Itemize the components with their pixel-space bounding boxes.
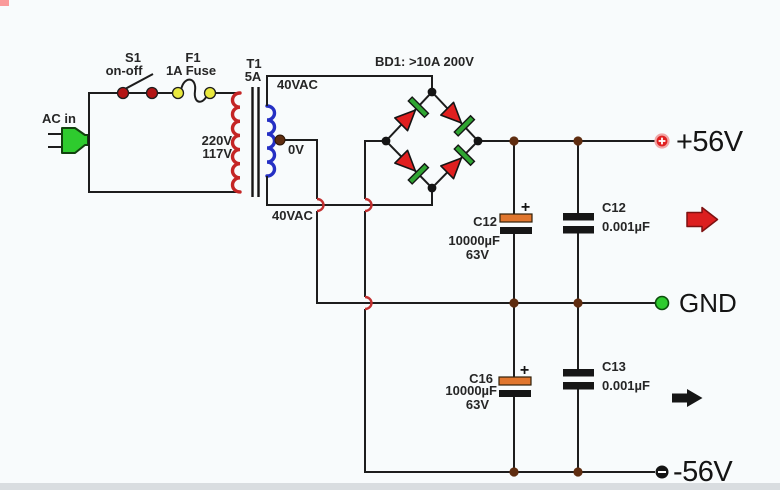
terminal-ground [654,295,670,311]
crossover-hop-1 [316,197,325,213]
cap-plate [563,369,594,377]
bridge-node-right [473,136,483,146]
junction-dot [509,298,519,308]
label-c16-ref: C16 [469,371,493,386]
label-c16-voltage: 63V [466,397,489,412]
label-ac-in: AC in [42,111,76,126]
wire-primary-loop [88,92,240,193]
label-117v: 117V [202,146,232,161]
diode-triangle [440,157,463,180]
label-5a: 5A [245,69,262,84]
corner-red-mark [0,0,9,6]
cap-plate [563,382,594,390]
fuse-element [180,78,210,103]
bridge-diamond [384,90,480,190]
label-on-off: on-off [106,63,143,78]
diode-triangle [394,109,417,132]
fuse-f1 [171,78,217,103]
cap-plate-positive [499,213,533,223]
label-c13-value: 0.001µF [602,378,650,393]
label-s1: S1 [125,50,141,65]
wire-secondary-bottom [266,176,433,206]
capacitor-c16-electrolytic [498,376,532,397]
label-c12-polarity: + [521,199,530,216]
capacitor-c13-film [563,369,594,390]
label-t1: T1 [246,56,261,71]
cap-plate [563,213,594,221]
wire-ground-rail [316,211,655,304]
junction-dot [573,298,583,308]
bridge-node-left [381,136,391,146]
red-arrow-icon [686,206,719,233]
switch-s1 [116,73,159,100]
junction-dot [509,467,519,477]
transformer-t1 [230,87,277,197]
wire-secondary-top [266,75,433,106]
junction-dot [573,467,583,477]
label-c12-ref: C12 [473,214,497,229]
junction-dot [573,136,583,146]
bottom-gray-bar [0,483,780,490]
label-f1: F1 [185,50,200,65]
bridge-rectifier-bd1 [381,87,483,193]
switch-contact-left [116,86,130,100]
primary-winding [230,91,242,194]
label-40vac-top: 40VAC [277,77,319,92]
wire-negative-rail [364,309,655,473]
diode-top-left [394,96,430,132]
bridge-node-top [427,87,437,97]
label-c12-value: 10000µF [448,233,500,248]
fuse-contact-left [171,86,185,100]
diode-top-right [440,101,476,137]
plus-glyph [658,137,666,145]
ac-plug-icon [48,127,89,154]
diode-bottom-right [440,144,476,180]
crossover-hop-2 [364,197,373,213]
label-c16-value: 10000µF [445,383,497,398]
cap-plate-positive [498,376,532,386]
label-c12f-ref: C12 [602,200,626,215]
center-tap-dot [274,134,286,146]
label-c16-polarity: + [520,362,529,379]
diode-cathode-band [453,114,476,137]
fuse-contact-right [203,86,217,100]
diode-cathode-band [407,96,430,119]
switch-contact-right [145,86,159,100]
cap-plate [563,226,594,234]
label-220v: 220V [202,133,233,148]
label-c12f-value: 0.001µF [602,219,650,234]
cap-plate-negative [500,227,532,234]
diode-triangle [440,101,463,124]
capacitor-c12-film [563,213,594,234]
switch-lever [124,73,154,90]
wire-center-tap [280,139,318,199]
black-arrow-icon [672,389,703,407]
terminal-positive [654,133,670,149]
ground-terminal-icon [654,295,670,311]
secondary-winding [265,104,277,178]
label-bd1: BD1: >10A 200V [375,54,474,69]
junction-dot [509,136,519,146]
label-0v: 0V [288,142,304,157]
label-40vac-bottom: 40VAC [272,208,314,223]
label-c12-voltage: 63V [466,247,489,262]
wire-bridge-negative-lead [364,140,386,199]
diode-cathode-band [453,144,476,167]
label-1a-fuse: 1A Fuse [166,63,216,78]
terminal-negative [655,465,669,479]
label-negative-rail: -56V [673,456,733,488]
plug-body [61,127,89,154]
label-positive-rail: +56V [676,126,744,158]
capacitor-c12-electrolytic [499,213,533,234]
diode-bottom-left [394,149,430,185]
cap-plate-negative [499,390,531,397]
diode-triangle [394,149,417,172]
crossover-hop-3 [364,295,373,311]
label-c13-ref: C13 [602,359,626,374]
bridge-node-bottom [427,183,437,193]
label-ground-rail: GND [679,288,737,318]
diode-cathode-band [407,162,430,185]
